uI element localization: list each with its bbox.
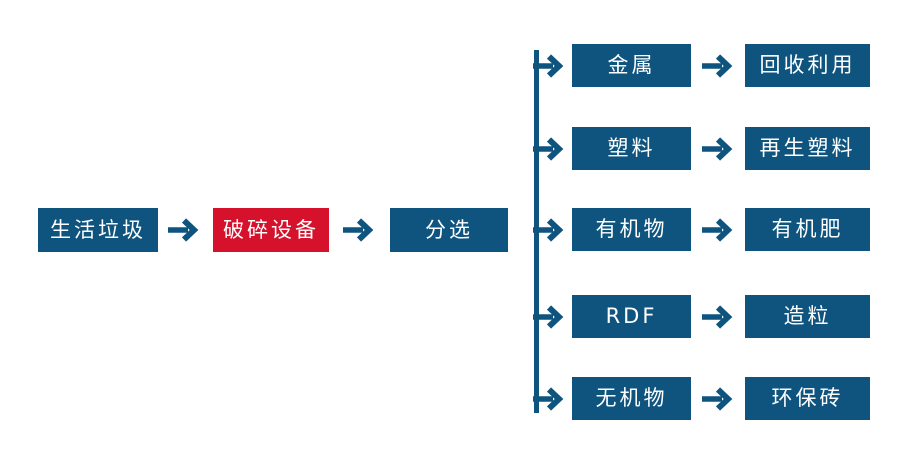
node-crushing-equipment: 破碎设备 [213, 208, 329, 252]
right-arrow-icon [168, 218, 199, 242]
branch-arrow-icon [533, 387, 564, 411]
branch-arrow-icon [533, 305, 564, 329]
node-household-waste: 生活垃圾 [38, 208, 158, 252]
branch-arrow-icon [533, 218, 564, 242]
right-arrow-icon [343, 218, 374, 242]
node-organic-matter: 有机物 [572, 208, 691, 251]
branch-arrow-icon [533, 137, 564, 161]
right-arrow-icon [702, 137, 733, 161]
right-arrow-icon [702, 218, 733, 242]
node-plastic: 塑料 [572, 127, 691, 170]
right-arrow-icon [702, 387, 733, 411]
node-eco-brick: 环保砖 [745, 377, 870, 420]
node-granulation: 造粒 [745, 295, 870, 338]
right-arrow-icon [702, 54, 733, 78]
node-recycling: 回收利用 [745, 44, 870, 87]
node-recycled-plastic: 再生塑料 [745, 127, 870, 170]
node-inorganic-matter: 无机物 [572, 377, 691, 420]
node-organic-fertilizer: 有机肥 [745, 208, 870, 251]
branch-arrow-icon [533, 54, 564, 78]
node-metal: 金属 [572, 44, 691, 87]
right-arrow-icon [702, 305, 733, 329]
node-sorting: 分选 [390, 208, 508, 252]
node-rdf: RDF [572, 295, 691, 338]
